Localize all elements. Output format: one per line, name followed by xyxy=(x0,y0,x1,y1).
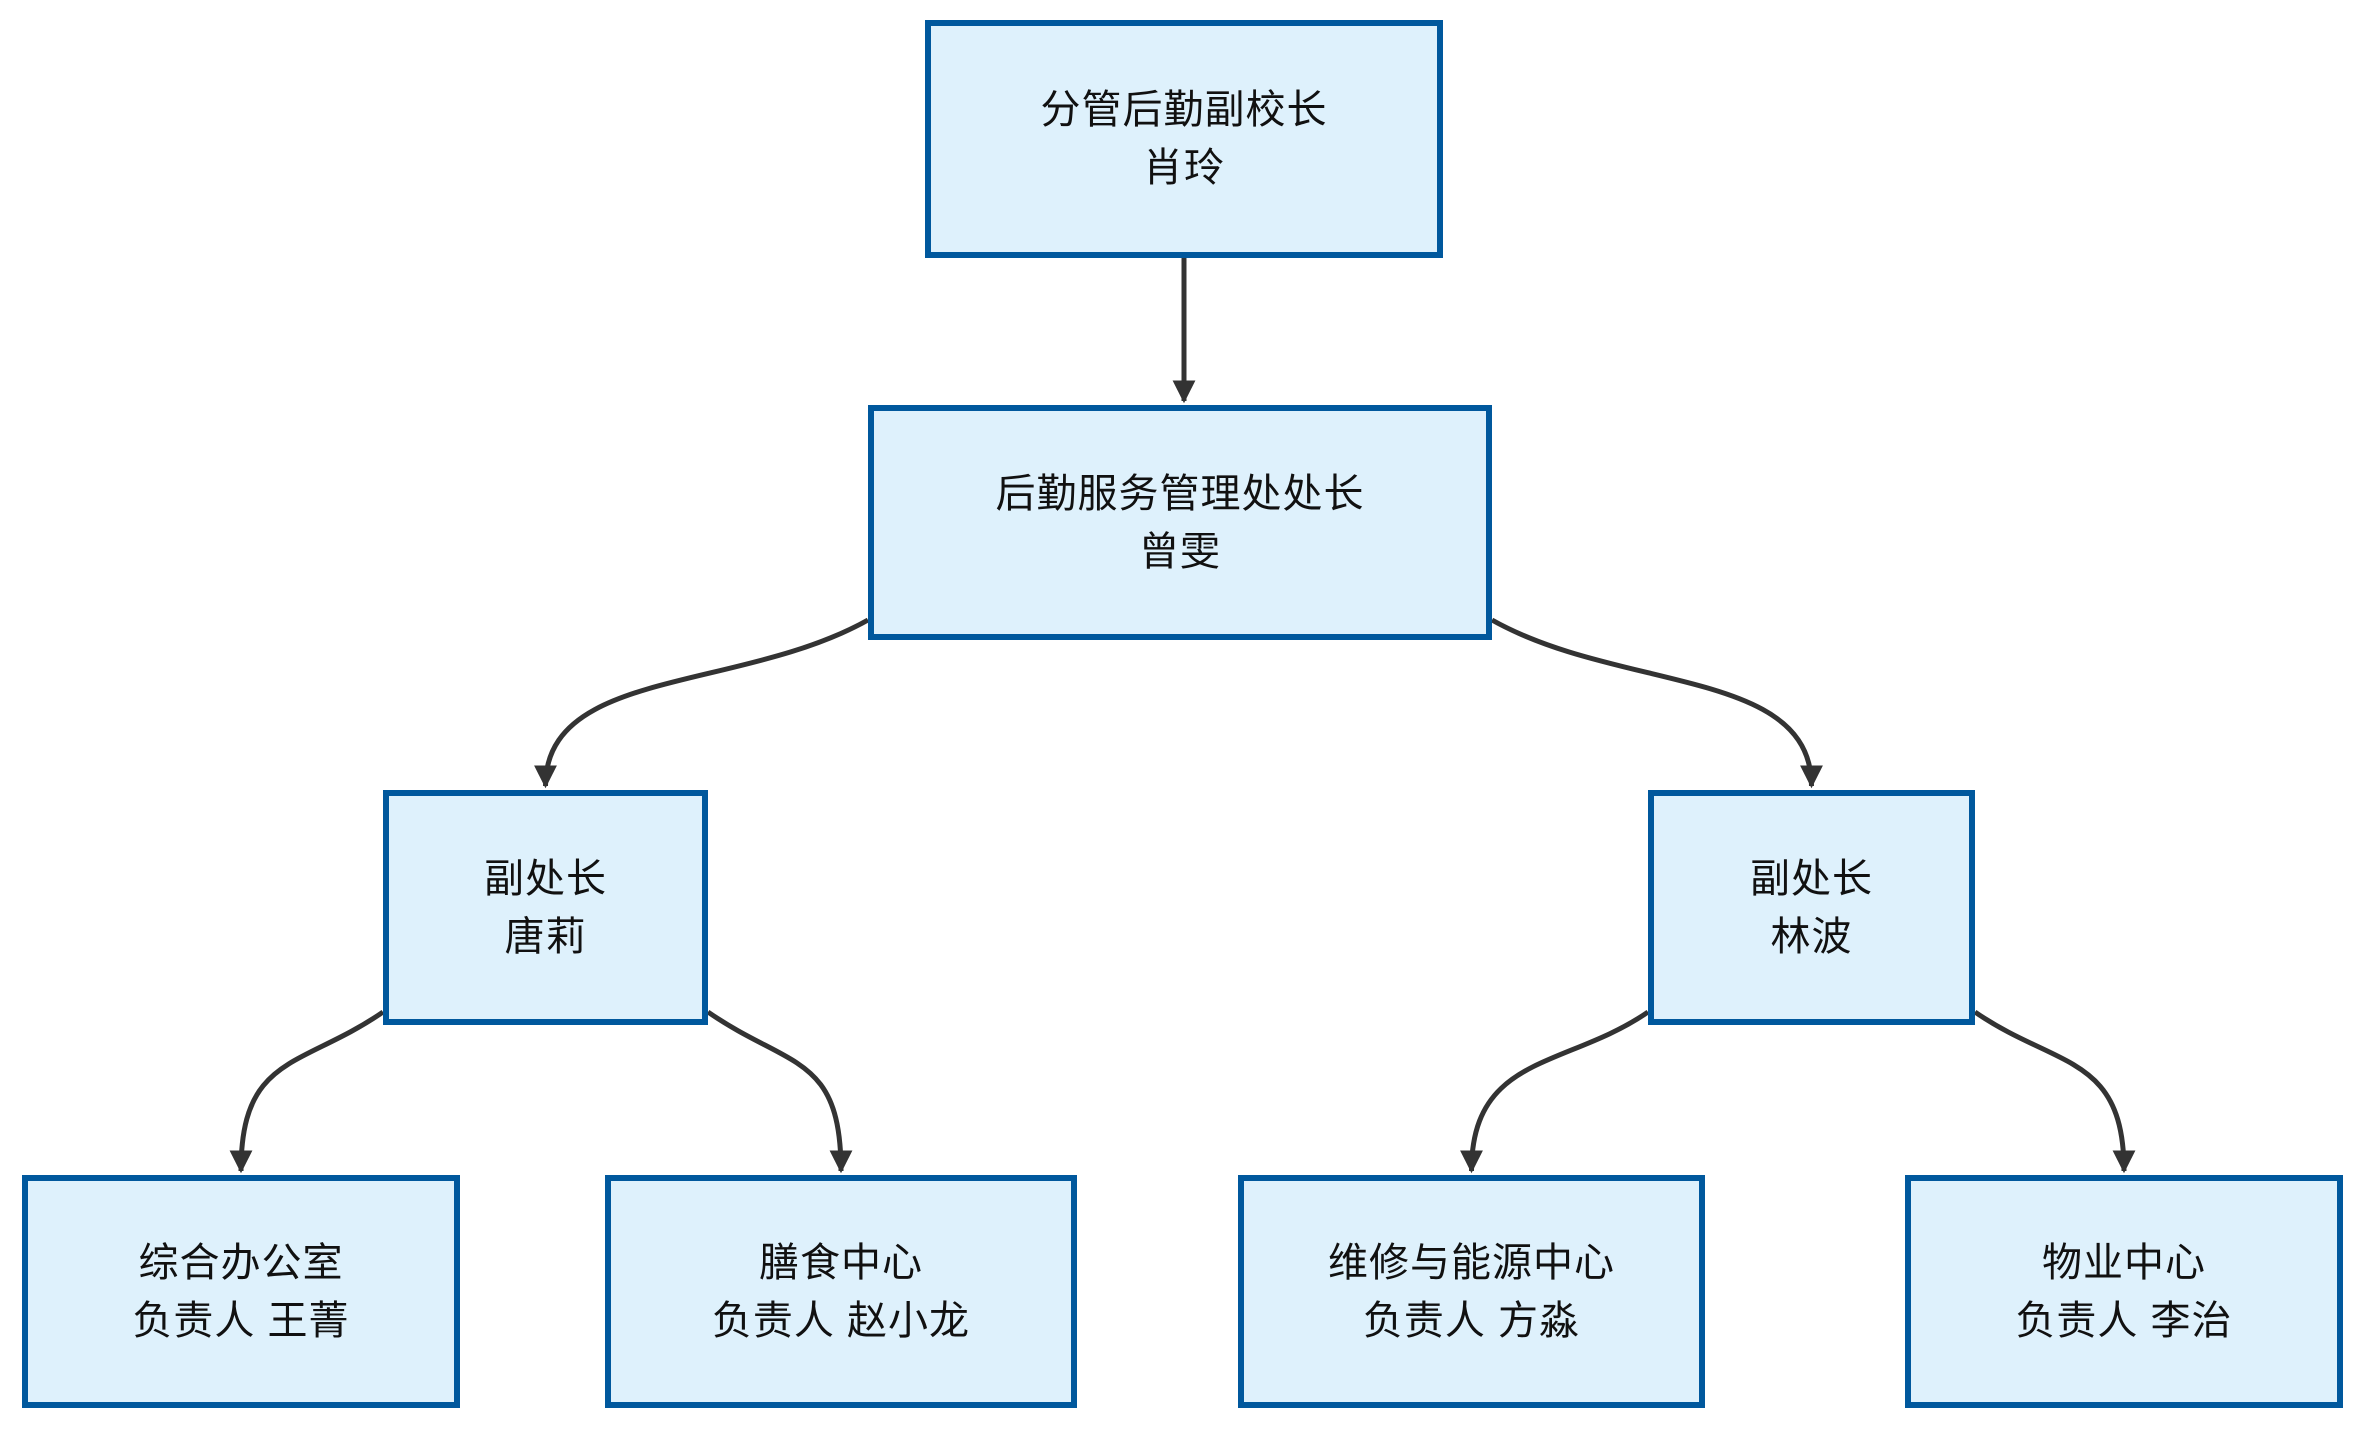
node-person: 肖玲 xyxy=(1143,146,1225,190)
node-person: 曾雯 xyxy=(1139,529,1221,574)
node-deputy-director-left: 副处长 唐莉 xyxy=(383,790,708,1025)
node-person: 唐莉 xyxy=(504,914,587,959)
node-person: 负责人 李治 xyxy=(2015,1298,2233,1343)
node-title: 后勤服务管理处处长 xyxy=(995,471,1365,516)
connector-B-C xyxy=(534,617,870,789)
node-logistics-director: 后勤服务管理处处长 曾雯 xyxy=(868,405,1492,640)
node-title: 分管后勤副校长 xyxy=(1040,88,1328,132)
node-person: 负责人 王菁 xyxy=(132,1298,350,1343)
connector-C-F xyxy=(706,1009,853,1174)
node-title: 副处长 xyxy=(1750,856,1873,901)
node-title: 物业中心 xyxy=(2042,1240,2206,1285)
node-title: 维修与能源中心 xyxy=(1328,1240,1615,1285)
node-person: 负责人 赵小龙 xyxy=(711,1298,971,1343)
node-person: 负责人 方淼 xyxy=(1362,1298,1581,1343)
connector-C-E xyxy=(229,1009,385,1174)
node-general-office: 综合办公室 负责人 王菁 xyxy=(22,1175,460,1408)
node-vp-logistics: 分管后勤副校长 肖玲 xyxy=(925,20,1443,258)
connector-D-G xyxy=(1460,1009,1650,1174)
node-property-center: 物业中心 负责人 李治 xyxy=(1905,1175,2343,1408)
node-person: 林波 xyxy=(1770,914,1853,959)
node-title: 综合办公室 xyxy=(138,1240,344,1285)
node-title: 副处长 xyxy=(484,856,607,901)
node-title: 膳食中心 xyxy=(759,1240,923,1285)
connector-B-D xyxy=(1490,617,1823,789)
node-deputy-director-right: 副处长 林波 xyxy=(1648,790,1975,1025)
node-maintenance-energy-center: 维修与能源中心 负责人 方淼 xyxy=(1238,1175,1705,1408)
node-catering-center: 膳食中心 负责人 赵小龙 xyxy=(605,1175,1077,1408)
connector-D-H xyxy=(1973,1009,2136,1174)
